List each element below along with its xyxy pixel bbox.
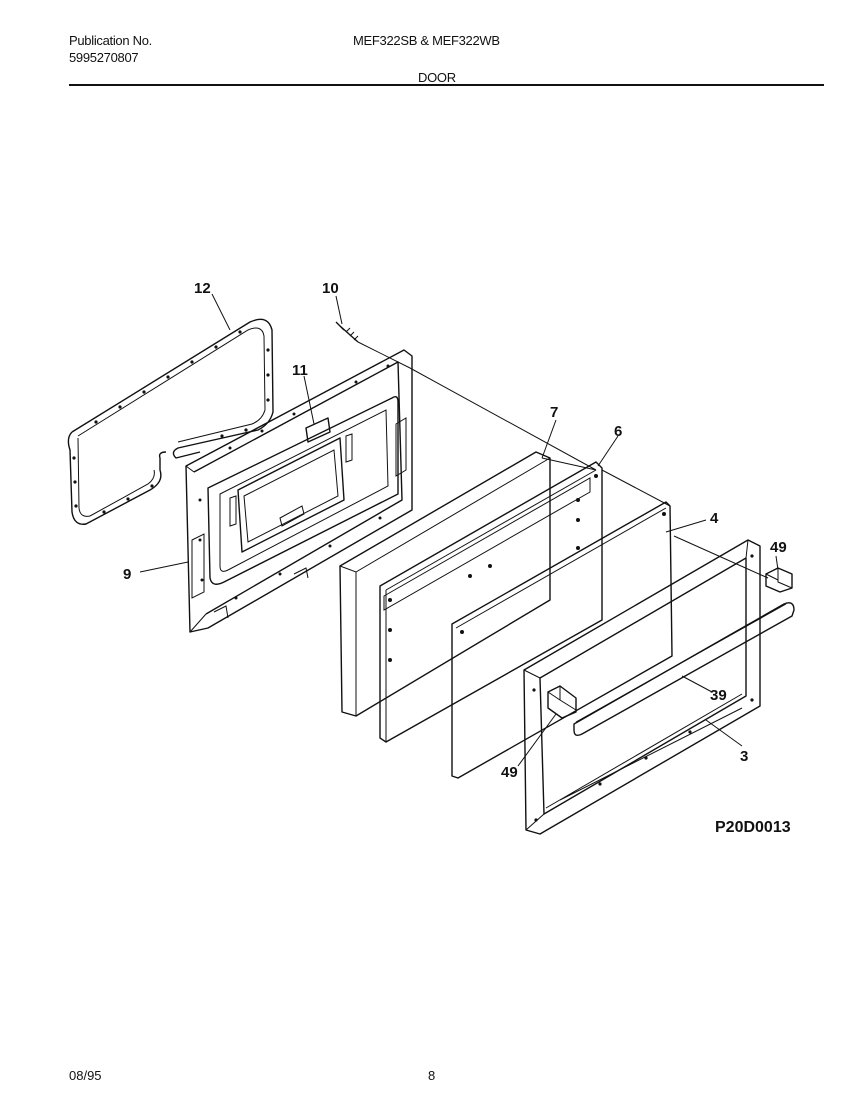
part-12-gasket [67, 318, 274, 525]
part-10-screw [335, 321, 411, 369]
footer-date: 08/95 [69, 1068, 102, 1083]
header-rule [69, 84, 824, 86]
part-3-door-frame [523, 539, 761, 835]
part-39-handle [573, 602, 795, 737]
part-49-end-cap-left [547, 685, 577, 719]
publication-number: 5995270807 [69, 50, 139, 65]
model-numbers: MEF322SB & MEF322WB [353, 33, 500, 48]
diagram-code: P20D0013 [715, 819, 791, 836]
part-4-glass [451, 501, 673, 779]
publication-label: Publication No. [69, 33, 152, 48]
callout-9: 9 [123, 566, 131, 583]
callout-4: 4 [710, 510, 719, 527]
callout-3: 3 [740, 748, 748, 765]
part-9-door-liner [185, 349, 413, 633]
callout-11: 11 [292, 362, 308, 379]
callout-12: 12 [194, 280, 211, 297]
callout-7: 7 [550, 404, 558, 421]
callout-10: 10 [322, 280, 339, 297]
callout-6: 6 [614, 423, 622, 440]
callout-49-right: 49 [770, 539, 787, 556]
page-number: 8 [428, 1068, 436, 1083]
part-7-insulation [339, 451, 551, 717]
callout-39: 39 [710, 687, 727, 704]
part-49-end-cap-right [765, 567, 793, 593]
leader-lines [139, 293, 779, 767]
callout-49-left: 49 [501, 764, 518, 781]
part-6-panel [379, 461, 603, 743]
section-title: DOOR [418, 70, 456, 85]
